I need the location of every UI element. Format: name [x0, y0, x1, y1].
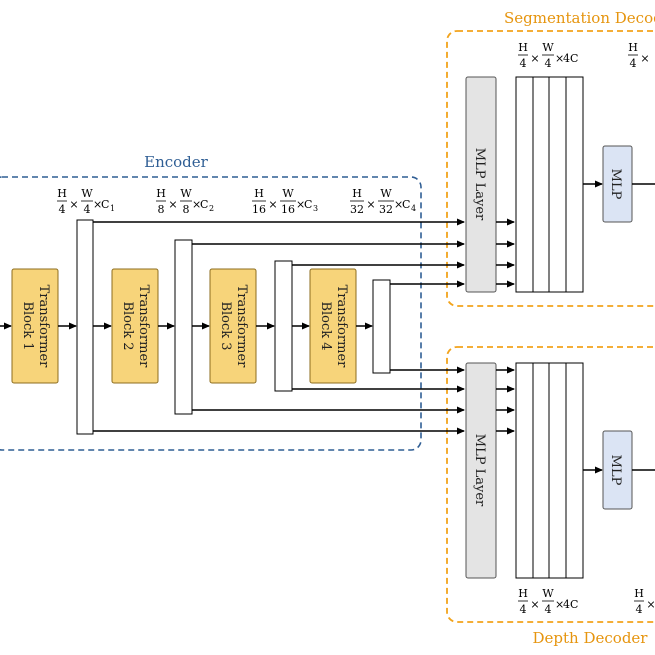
svg-text:4: 4 — [636, 603, 643, 616]
transformer-block-4-line2: Block 4 — [318, 301, 333, 350]
feature-map-4 — [372, 279, 391, 374]
transformer-block-2-line2: Block 2 — [120, 301, 135, 350]
skip-connections — [93, 218, 515, 435]
svg-text:32: 32 — [350, 203, 364, 216]
svg-text:H: H — [634, 587, 644, 600]
svg-text:W: W — [542, 41, 554, 54]
encoder-title: Encoder — [144, 153, 209, 171]
svg-text:H: H — [156, 187, 166, 200]
svg-text:W: W — [81, 187, 93, 200]
svg-text:×: × — [69, 198, 78, 211]
svg-text:×: × — [268, 198, 277, 211]
feature-dim-1: H 4 × W 4 × C 1 — [57, 187, 115, 216]
svg-text:16: 16 — [252, 203, 266, 216]
segmentation-dim-left: H 4 × W 4 × 4C — [518, 41, 578, 70]
svg-text:×: × — [394, 198, 403, 211]
svg-text:C: C — [304, 198, 312, 211]
svg-text:H: H — [518, 41, 528, 54]
svg-text:8: 8 — [183, 203, 190, 216]
depth-decoder-region — [446, 346, 655, 623]
svg-text:W: W — [282, 187, 294, 200]
feature-map-3 — [274, 260, 293, 392]
svg-text:H: H — [518, 587, 528, 600]
svg-text:4: 4 — [545, 57, 552, 70]
svg-text:×: × — [168, 198, 177, 211]
svg-text:4: 4 — [411, 204, 416, 213]
svg-text:W: W — [380, 187, 392, 200]
svg-text:H: H — [254, 187, 264, 200]
svg-text:2: 2 — [209, 204, 214, 213]
segmentation-mlp-layer-label: MLP Layer — [472, 148, 487, 221]
svg-text:×: × — [530, 598, 539, 611]
depth-dim-right: H 4 × — [634, 587, 655, 616]
svg-text:32: 32 — [379, 203, 393, 216]
svg-text:×: × — [530, 52, 539, 65]
feature-dim-2: H 8 × W 8 × C 2 — [156, 187, 214, 216]
svg-text:4C: 4C — [563, 52, 578, 65]
depth-mlp-label: MLP — [608, 455, 623, 486]
depth-decoder-title: Depth Decoder — [533, 629, 649, 647]
svg-text:×: × — [555, 52, 564, 65]
depth-mlp-layer[interactable] — [465, 362, 497, 579]
segmentation-decoder-region — [446, 30, 655, 307]
svg-text:1: 1 — [110, 204, 115, 213]
svg-text:3: 3 — [313, 204, 318, 213]
segmentation-decoder-title: Segmentation Decoder — [504, 9, 655, 27]
svg-text:4: 4 — [84, 203, 91, 216]
svg-text:×: × — [366, 198, 375, 211]
svg-text:4: 4 — [520, 603, 527, 616]
segmentation-mlp-label: MLP — [608, 169, 623, 200]
svg-text:4: 4 — [520, 57, 527, 70]
svg-text:×: × — [646, 598, 655, 611]
depth-mlp-layer-label: MLP Layer — [472, 434, 487, 507]
svg-text:8: 8 — [158, 203, 165, 216]
segmentation-feature-stack — [515, 76, 584, 293]
svg-text:4: 4 — [59, 203, 66, 216]
depth-feature-stack — [515, 362, 584, 579]
segmentation-mlp-layer[interactable] — [465, 76, 497, 293]
transformer-block-3-line1: Transformer — [234, 285, 249, 369]
svg-text:×: × — [296, 198, 305, 211]
svg-text:4C: 4C — [563, 598, 578, 611]
svg-text:16: 16 — [281, 203, 295, 216]
svg-text:×: × — [640, 52, 649, 65]
svg-text:W: W — [180, 187, 192, 200]
svg-text:C: C — [101, 198, 109, 211]
svg-text:H: H — [628, 41, 638, 54]
svg-text:C: C — [200, 198, 208, 211]
feature-map-1 — [76, 219, 94, 435]
svg-text:×: × — [192, 198, 201, 211]
feature-dim-3: H 16 × W 16 × C 3 — [252, 187, 318, 216]
svg-text:×: × — [555, 598, 564, 611]
segmentation-dim-right: H 4 × — [628, 41, 650, 70]
svg-text:4: 4 — [545, 603, 552, 616]
transformer-block-4-line1: Transformer — [334, 285, 349, 369]
svg-text:4: 4 — [630, 57, 637, 70]
svg-text:C: C — [402, 198, 410, 211]
transformer-block-3-line2: Block 3 — [218, 301, 233, 350]
transformer-block-1-line2: Block 1 — [20, 301, 35, 350]
feature-map-2 — [174, 239, 193, 415]
svg-text:H: H — [57, 187, 67, 200]
depth-dim-left: H 4 × W 4 × 4C — [518, 587, 578, 616]
svg-text:H: H — [352, 187, 362, 200]
svg-text:W: W — [542, 587, 554, 600]
transformer-block-1-line1: Transformer — [36, 285, 51, 369]
feature-dim-4: H 32 × W 32 × C 4 — [350, 187, 416, 216]
svg-text:×: × — [93, 198, 102, 211]
encoder-stages: Transformer Block 1 Transformer Block 2 … — [0, 219, 391, 435]
transformer-block-2-line1: Transformer — [136, 285, 151, 369]
encoder-region — [0, 176, 422, 451]
